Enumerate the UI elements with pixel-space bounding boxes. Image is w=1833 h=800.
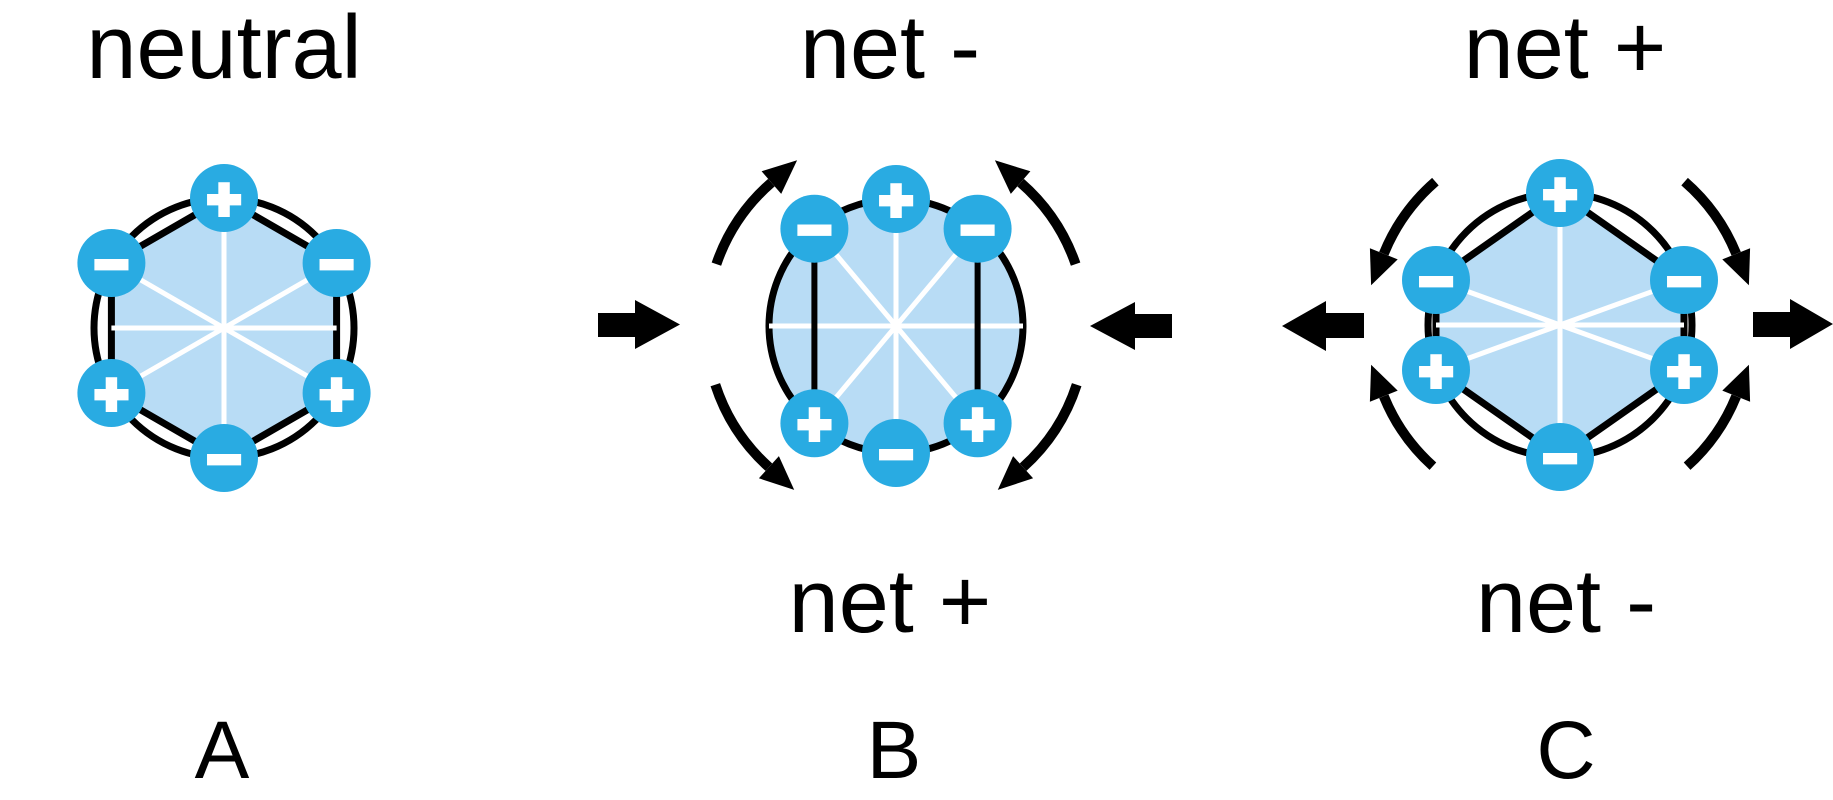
charge-lower-right: + bbox=[1650, 336, 1718, 406]
charge-sign: + bbox=[879, 168, 913, 233]
panel-b-letter: B bbox=[867, 705, 922, 796]
bond-spokes bbox=[1435, 193, 1685, 457]
charge-circle bbox=[943, 389, 1012, 458]
rotation-arrow-lower-left bbox=[1369, 364, 1437, 470]
panel-c-bottom-label: net - bbox=[1476, 552, 1656, 652]
rotation-arrow-lower-right bbox=[997, 383, 1082, 490]
charge-sign: + bbox=[207, 167, 241, 232]
compression-arrow-right bbox=[1090, 302, 1172, 350]
rotation-arrow-upper-left bbox=[711, 160, 798, 266]
charge-top: + bbox=[1526, 159, 1594, 229]
charge-circle bbox=[77, 229, 146, 297]
charge-sign: − bbox=[1667, 249, 1701, 314]
charge-lower-left: + bbox=[1402, 336, 1470, 406]
charge-top: + bbox=[190, 164, 258, 234]
charge-bottom: − bbox=[862, 419, 930, 489]
charge-circle bbox=[190, 164, 258, 232]
charge-lower-left: + bbox=[77, 359, 146, 429]
panel-a: neutral + − − + + − A bbox=[77, 0, 371, 796]
panel-b-top-label: net - bbox=[800, 0, 980, 98]
charge-sign: − bbox=[1419, 249, 1453, 314]
charge-sign: − bbox=[94, 232, 128, 297]
charge-top: + bbox=[862, 165, 930, 235]
charge-circle bbox=[77, 359, 146, 427]
rotation-arrow-lower-right bbox=[1683, 364, 1751, 470]
bond-spokes bbox=[110, 198, 338, 458]
charge-circle bbox=[1650, 336, 1718, 404]
charge-sign: + bbox=[797, 392, 831, 457]
charge-bottom: − bbox=[190, 424, 258, 494]
tension-arrow-right bbox=[1753, 299, 1833, 349]
charge-circle bbox=[1650, 246, 1718, 314]
tension-arrow-left bbox=[1282, 301, 1364, 351]
charge-circle bbox=[1402, 246, 1470, 314]
charge-bottom: − bbox=[1526, 423, 1594, 493]
panel-b: net - + − − + + − bbox=[598, 0, 1172, 796]
panel-c-letter: C bbox=[1536, 705, 1595, 796]
charge-sign: + bbox=[94, 362, 128, 427]
charge-circle bbox=[862, 419, 930, 487]
charge-upper-right: − bbox=[943, 194, 1012, 265]
panel-c: net + + − − + + − bbox=[1282, 0, 1833, 796]
panel-a-letter: A bbox=[195, 705, 250, 796]
charge-circle bbox=[943, 194, 1012, 263]
charge-sign: − bbox=[961, 198, 995, 263]
charge-sign: − bbox=[879, 422, 913, 487]
rotation-arrow-upper-left bbox=[1369, 177, 1439, 286]
charge-circle bbox=[862, 165, 930, 233]
charge-circle bbox=[302, 229, 371, 297]
charge-sign: − bbox=[1543, 426, 1577, 491]
charge-lower-left: + bbox=[780, 389, 849, 460]
charge-upper-left: − bbox=[77, 229, 146, 299]
charge-circle bbox=[780, 389, 849, 458]
charge-sign: + bbox=[1543, 162, 1577, 227]
panel-a-top-label: neutral bbox=[86, 0, 361, 98]
charge-upper-left: − bbox=[780, 194, 849, 265]
charge-lower-right: + bbox=[943, 389, 1012, 460]
charge-sign: + bbox=[961, 392, 995, 457]
rotation-arrow-upper-right bbox=[1681, 177, 1751, 286]
charge-sign: − bbox=[207, 427, 241, 492]
rotation-arrow-upper-right bbox=[994, 160, 1081, 266]
charge-upper-right: − bbox=[302, 229, 371, 299]
compression-arrow-left bbox=[598, 300, 680, 349]
charge-circle bbox=[302, 359, 371, 427]
charge-circle bbox=[1526, 423, 1594, 491]
rotation-arrow-lower-left bbox=[710, 383, 795, 490]
charge-upper-left: − bbox=[1402, 246, 1470, 316]
charge-circle bbox=[1526, 159, 1594, 227]
charge-upper-right: − bbox=[1650, 246, 1718, 316]
charge-sign: − bbox=[797, 198, 831, 263]
charge-lower-right: + bbox=[302, 359, 371, 429]
panel-c-top-label: net + bbox=[1464, 0, 1667, 98]
panel-b-bottom-label: net + bbox=[789, 552, 992, 652]
charge-circle bbox=[190, 424, 258, 492]
charge-sign: + bbox=[320, 362, 354, 427]
charge-sign: + bbox=[1667, 339, 1701, 404]
charge-circle bbox=[780, 194, 849, 263]
charge-sign: + bbox=[1419, 339, 1453, 404]
charge-circle bbox=[1402, 336, 1470, 404]
charge-sign: − bbox=[320, 232, 354, 297]
bond-spokes bbox=[769, 199, 1023, 453]
